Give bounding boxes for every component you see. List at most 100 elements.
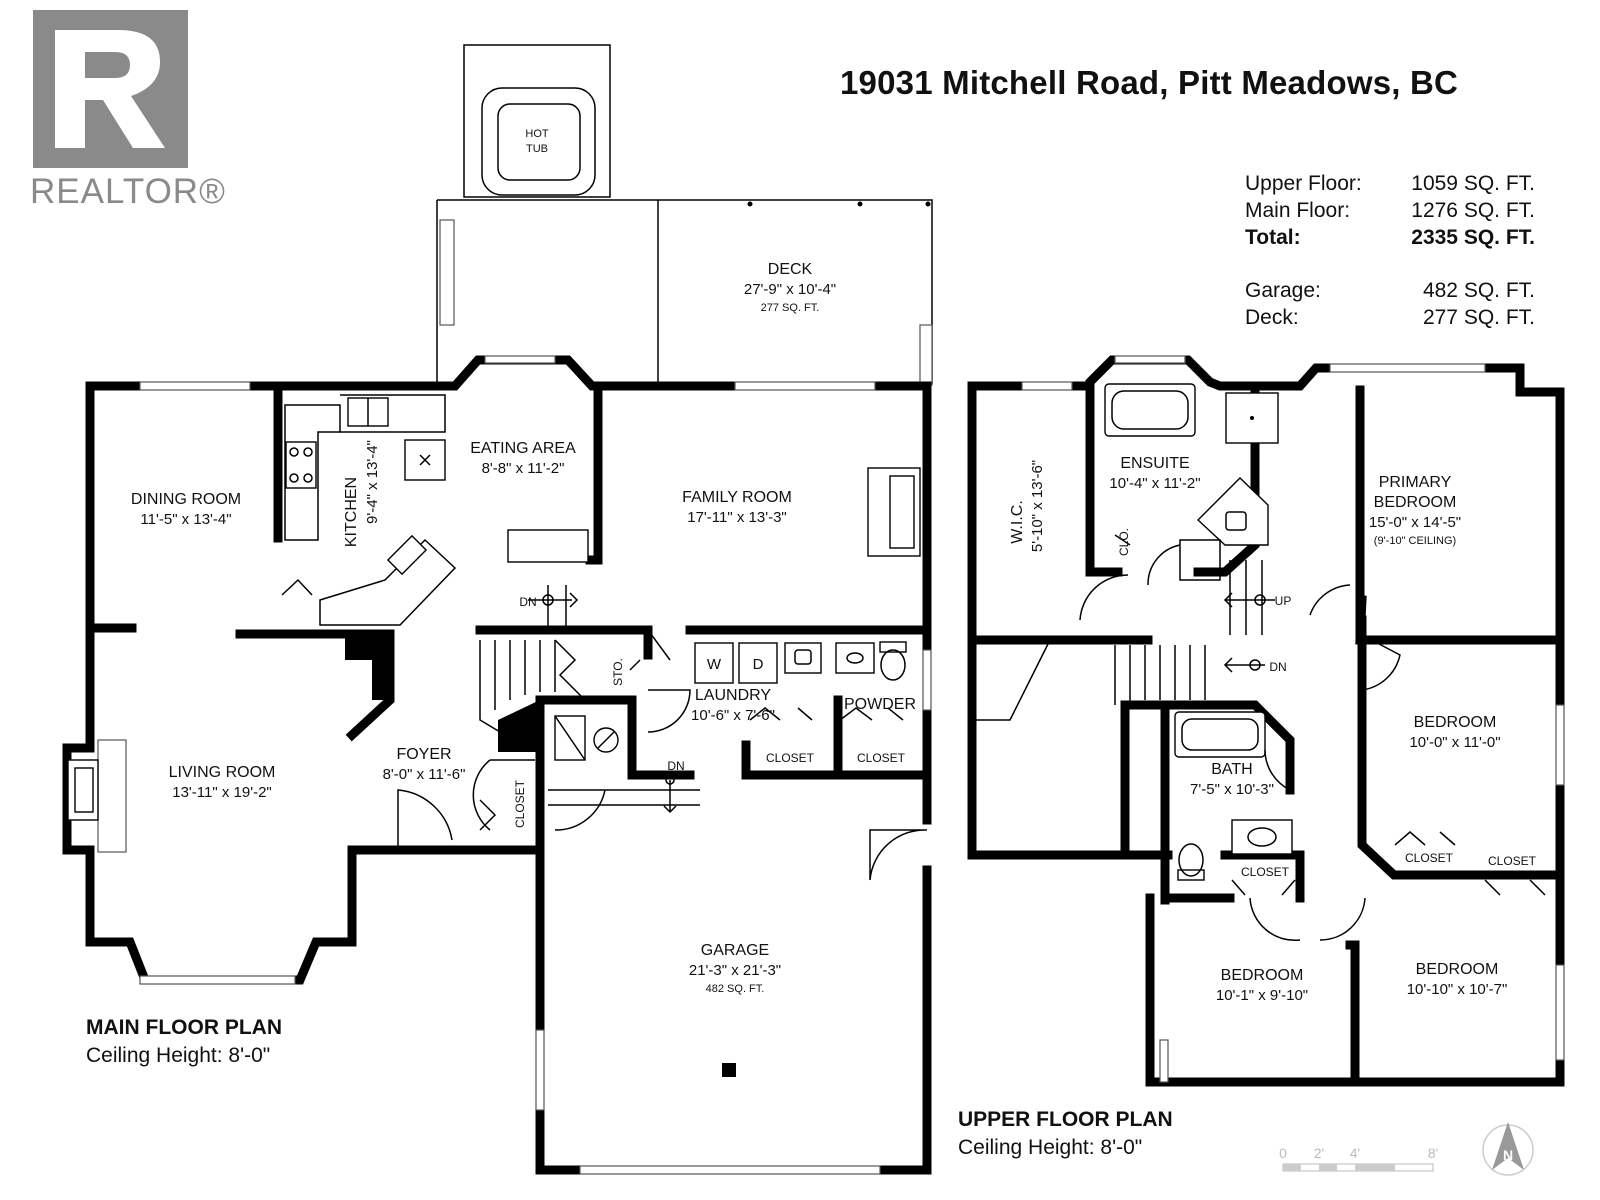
laundry-dim: 10'-6" x 7'-6" xyxy=(691,707,775,724)
garage-area: 482 SQ. FT. xyxy=(706,983,765,995)
north-arrow-icon: N xyxy=(1482,1122,1534,1176)
hot-tub-label-2: TUB xyxy=(526,143,548,155)
area-value: 277 SQ. FT. xyxy=(1422,306,1535,329)
area-label: Main Floor: xyxy=(1245,199,1351,222)
upper-floor-doors xyxy=(1079,534,1546,942)
area-row-main: Main Floor: 1276 SQ. FT. xyxy=(1245,197,1535,224)
upper-floor-plan: W.I.C. 5'-10" x 13'-6" ENSUITE 10'-4" x … xyxy=(967,355,1565,1087)
north-label: N xyxy=(1503,1147,1513,1163)
closet-label-1: CLOSET xyxy=(766,751,815,765)
main-floor-plan: HOT TUB DECK 27'-9" x 10'-4" 277 SQ. FT.… xyxy=(62,44,933,1175)
area-summary: Upper Floor: 1059 SQ. FT. Main Floor: 12… xyxy=(1245,170,1535,331)
laundry-label: LAUNDRY xyxy=(695,687,772,704)
fireplace-icon xyxy=(67,759,99,821)
bedroom-2-dim: 10'-0" x 11'-0" xyxy=(1409,734,1500,751)
washer-label: W xyxy=(707,656,722,673)
storage-label: STO. xyxy=(611,658,625,686)
upper-staircase xyxy=(972,560,1275,721)
main-floor-walls xyxy=(62,355,932,1175)
kitchen-label: KITCHEN xyxy=(343,477,360,547)
closet-label-b: CLOSET xyxy=(1405,851,1454,865)
upper-floor-labels: W.I.C. 5'-10" x 13'-6" ENSUITE 10'-4" x … xyxy=(1009,455,1537,1004)
dining-room-label: DINING ROOM xyxy=(131,491,241,508)
laundry-fixtures xyxy=(694,641,907,684)
wic-dim: 5'-10" x 13'-6" xyxy=(1029,460,1046,552)
garage-dim: 21'-3" x 21'-3" xyxy=(689,962,781,979)
upper-floor-title: UPPER FLOOR PLAN xyxy=(958,1108,1173,1131)
closet-label-c: CLOSET xyxy=(1488,854,1537,868)
main-floor-title: MAIN FLOOR PLAN xyxy=(86,1016,282,1039)
foyer-label: FOYER xyxy=(396,746,451,763)
closet-short-label: CLO. xyxy=(1117,528,1131,556)
deck-dim: 27'-9" x 10'-4" xyxy=(744,281,836,298)
family-room-label: FAMILY ROOM xyxy=(682,489,792,506)
foyer-dim: 8'-0" x 11'-6" xyxy=(383,766,466,783)
area-row-total: Total: 2335 SQ. FT. xyxy=(1245,224,1535,251)
powder-label: POWDER xyxy=(844,696,916,713)
deck xyxy=(436,199,933,386)
upper-floor-windows xyxy=(1021,355,1565,1083)
kitchen-dim: 9'-4" x 13'-4" xyxy=(364,440,381,524)
scale-tick-2: 4' xyxy=(1350,1145,1360,1161)
closet-label-2: CLOSET xyxy=(857,751,906,765)
area-value: 2335 SQ. FT. xyxy=(1411,226,1535,249)
fireplace-icon xyxy=(867,467,921,557)
stair-down-label-2: DN xyxy=(667,759,684,773)
closet-vertical-label: CLOSET xyxy=(513,779,527,828)
area-row-upper: Upper Floor: 1059 SQ. FT. xyxy=(1245,170,1535,197)
stair-up-label: UP xyxy=(1275,594,1292,608)
living-room-dim: 13'-11" x 19'-2" xyxy=(172,784,272,801)
main-floor-labels: HOT TUB DECK 27'-9" x 10'-4" 277 SQ. FT.… xyxy=(131,128,916,995)
area-label: Total: xyxy=(1245,226,1301,249)
primary-bedroom-label-1: PRIMARY xyxy=(1379,474,1452,491)
scale-tick-0: 0 xyxy=(1279,1145,1287,1161)
kitchen-counters xyxy=(281,394,589,626)
closet-label-a: CLOSET xyxy=(1241,865,1290,879)
area-row-deck: Deck: 277 SQ. FT. xyxy=(1245,304,1535,331)
area-value: 482 SQ. FT. xyxy=(1422,279,1535,302)
stair-down-label: DN xyxy=(1269,660,1286,674)
eating-area-dim: 8'-8" x 11'-2" xyxy=(482,460,565,477)
realtor-logo xyxy=(33,10,188,168)
main-floor-ceiling: Ceiling Height: 8'-0" xyxy=(86,1044,271,1067)
dining-room-dim: 11'-5" x 13'-4" xyxy=(140,511,231,528)
upper-floor-ceiling: Ceiling Height: 8'-0" xyxy=(958,1136,1143,1159)
main-staircase xyxy=(479,585,700,814)
dryer-label: D xyxy=(753,656,764,673)
primary-bedroom-dim: 15'-0" x 14'-5" xyxy=(1369,514,1461,531)
eating-area-label: EATING AREA xyxy=(470,440,576,457)
deck-area: 277 SQ. FT. xyxy=(761,302,820,314)
main-floor-windows xyxy=(97,355,932,1175)
bedroom-4-dim: 10'-10" x 10'-7" xyxy=(1407,981,1508,998)
wic-label: W.I.C. xyxy=(1009,500,1026,544)
hot-tub xyxy=(463,44,611,198)
hot-tub-label-1: HOT xyxy=(525,128,549,140)
upper-floor-walls xyxy=(967,355,1565,1087)
main-floor-doors xyxy=(397,629,928,881)
area-row-garage: Garage: 482 SQ. FT. xyxy=(1245,277,1535,304)
mechanical-equipment xyxy=(554,715,619,761)
ensuite-fixtures xyxy=(1104,383,1279,581)
scale-tick-3: 8' xyxy=(1428,1145,1438,1161)
bedroom-4-label: BEDROOM xyxy=(1416,961,1499,978)
property-address: 19031 Mitchell Road, Pitt Meadows, BC xyxy=(840,64,1459,101)
primary-bedroom-label-2: BEDROOM xyxy=(1374,494,1457,511)
family-room-dim: 17'-11" x 13'-3" xyxy=(687,509,787,526)
area-label: Deck: xyxy=(1245,306,1299,329)
stair-down-label-1: DN xyxy=(519,595,536,609)
scale-bar: 0 2' 4' 8' xyxy=(1279,1145,1438,1172)
area-value: 1059 SQ. FT. xyxy=(1411,172,1535,195)
bath-dim: 7'-5" x 10'-3" xyxy=(1190,781,1274,798)
bedroom-2-label: BEDROOM xyxy=(1414,714,1497,731)
bath-fixtures xyxy=(1174,711,1293,881)
bedroom-3-label: BEDROOM xyxy=(1221,967,1304,984)
area-value: 1276 SQ. FT. xyxy=(1411,199,1535,222)
garage-floor-drain xyxy=(722,1063,736,1077)
ensuite-label: ENSUITE xyxy=(1120,455,1189,472)
ensuite-dim: 10'-4" x 11'-2" xyxy=(1109,475,1200,492)
area-label: Garage: xyxy=(1245,279,1321,302)
primary-bedroom-ceiling: (9'-10" CEILING) xyxy=(1374,535,1456,547)
scale-tick-1: 2' xyxy=(1314,1145,1324,1161)
area-label: Upper Floor: xyxy=(1245,172,1362,195)
